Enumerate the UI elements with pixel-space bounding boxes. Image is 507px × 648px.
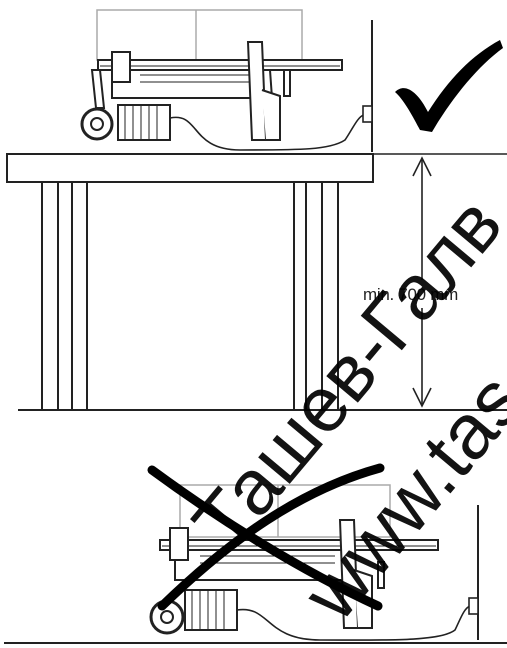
power-cable-floor: [236, 605, 471, 641]
splitter-on-table: [80, 9, 373, 152]
push-plate: [111, 51, 131, 83]
wall-outlet: [362, 105, 373, 123]
power-cable: [169, 114, 365, 151]
motor: [117, 104, 171, 141]
height-dimension: [373, 153, 507, 408]
splitter-beam: [97, 59, 343, 71]
log-guard-box-floor: [179, 484, 391, 538]
check-mark-icon: [395, 40, 503, 132]
table-top: [6, 153, 374, 183]
wall-outlet-floor: [468, 597, 479, 615]
motor-floor: [184, 589, 238, 631]
workbench: [6, 153, 507, 411]
min-height-label: min. 700 mm: [363, 285, 458, 304]
splitter-frame: [111, 69, 274, 99]
control-lever: [283, 69, 291, 97]
cross-mark-icon: [147, 463, 385, 611]
